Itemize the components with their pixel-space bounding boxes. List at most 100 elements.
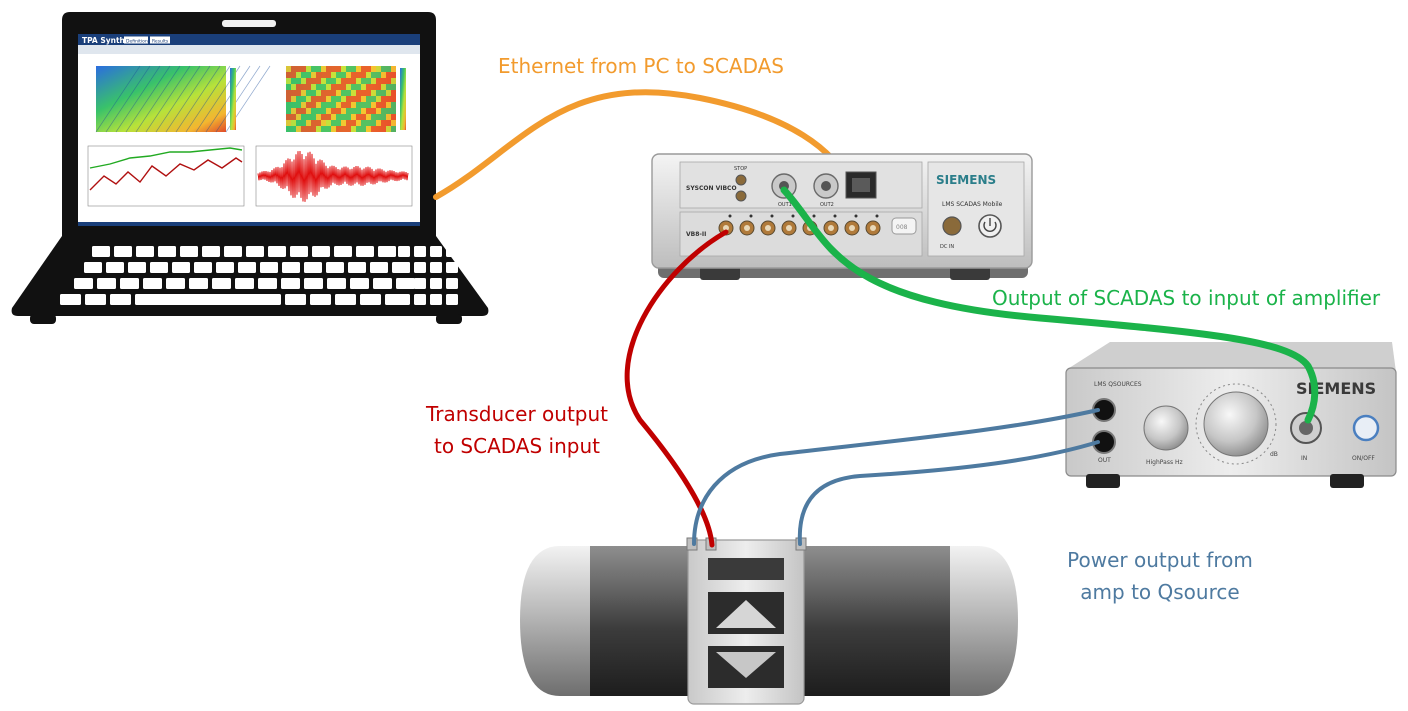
keyboard-key: [85, 294, 106, 305]
heatmap-cell: [371, 108, 376, 114]
heatmap-cell: [316, 90, 321, 96]
heatmap-cell: [336, 78, 341, 84]
heatmap-cell: [381, 126, 386, 132]
heatmap-cell: [336, 66, 341, 72]
heatmap-cell: [331, 108, 336, 114]
heatmap-cell: [356, 66, 361, 72]
heatmap-cell: [381, 72, 386, 78]
heatmap-cell: [326, 126, 331, 132]
keyboard-key: [92, 246, 110, 257]
heatmap-cell: [296, 96, 301, 102]
label-transducer-line1: Transducer output: [425, 402, 609, 426]
scadas-module-bottom-label: VB8-II: [686, 231, 706, 238]
heatmap-cell: [341, 66, 346, 72]
keyboard-key: [110, 294, 131, 305]
heatmap-cell: [386, 120, 391, 126]
heatmap-cell: [341, 102, 346, 108]
heatmap-cell: [386, 84, 391, 90]
keyboard-key: [356, 246, 374, 257]
keyboard-numpad-key: [414, 262, 426, 273]
heatmap-cell: [371, 96, 376, 102]
heatmap-cell: [286, 72, 291, 78]
heatmap-cell: [336, 96, 341, 102]
keyboard-key: [348, 262, 366, 273]
heatmap-cell: [376, 84, 381, 90]
scadas-input-connectors: [718, 214, 881, 236]
heatmap-cell: [336, 120, 341, 126]
heatmap-cell: [391, 84, 396, 90]
heatmap-cell: [351, 72, 356, 78]
keyboard-numpad-key: [398, 278, 410, 289]
keyboard-key: [281, 278, 300, 289]
heatmap-cell: [301, 72, 306, 78]
keyboard-key: [304, 278, 323, 289]
heatmap-cell: [311, 96, 316, 102]
heatmap-cell: [296, 78, 301, 84]
keyboard-key: [327, 278, 346, 289]
heatmap-cell: [346, 120, 351, 126]
keyboard-key: [260, 262, 278, 273]
heatmap-cell: [361, 72, 366, 78]
scadas-input-connector-core: [765, 225, 771, 231]
heatmap-cell: [326, 78, 331, 84]
screen-tab-results-label: Results: [152, 38, 169, 44]
heatmap-cell: [296, 84, 301, 90]
keyboard-key: [172, 262, 190, 273]
heatmap-cell: [391, 102, 396, 108]
keyboard-numpad-key: [446, 246, 458, 257]
heatmap-cell: [381, 78, 386, 84]
heatmap-cell: [361, 114, 366, 120]
heatmap-cell: [321, 84, 326, 90]
amp-foot-left: [1086, 474, 1120, 488]
waveform-trace: [257, 150, 409, 202]
spectrogram-streak: [125, 65, 171, 133]
heatmap-cell: [346, 90, 351, 96]
heatmap-cell: [366, 90, 371, 96]
heatmap-cell: [321, 96, 326, 102]
heatmap-cell: [351, 126, 356, 132]
heatmap-cell: [371, 114, 376, 120]
heatmap-cell: [286, 126, 291, 132]
laptop-foot-left: [30, 314, 56, 324]
heatmap-cell: [391, 108, 396, 114]
heatmap-cell: [311, 78, 316, 84]
heatmap-cell: [306, 90, 311, 96]
heatmap-cell: [386, 78, 391, 84]
keyboard-key: [158, 246, 176, 257]
heatmap-cell: [326, 90, 331, 96]
heatmap-cell: [356, 96, 361, 102]
heatmap-cell: [316, 126, 321, 132]
heatmap-cell: [341, 108, 346, 114]
heatmap-cell: [351, 114, 356, 120]
laptop-keyboard: [60, 246, 458, 305]
heatmap-cell: [376, 66, 381, 72]
keyboard-key: [97, 278, 116, 289]
heatmap-cell: [321, 114, 326, 120]
scadas-input-connector-core: [849, 225, 855, 231]
scadas-ethernet-socket: [852, 178, 870, 192]
heatmap-cell: [351, 66, 356, 72]
heatmap-cell: [386, 66, 391, 72]
scadas-input-led: [770, 214, 774, 218]
spectrogram-streak: [135, 65, 181, 133]
heatmap-cell: [356, 78, 361, 84]
heatmap-cell: [381, 90, 386, 96]
amp-in-label: IN: [1301, 455, 1307, 462]
keyboard-key: [194, 262, 212, 273]
keyboard-key: [282, 262, 300, 273]
keyboard-spacebar: [150, 294, 280, 305]
heatmap-cell: [381, 120, 386, 126]
heatmap-cell: [331, 66, 336, 72]
spectrogram-plot: [96, 66, 226, 132]
heatmap-cell: [331, 114, 336, 120]
heatmap-cell: [321, 102, 326, 108]
scadas-trigger-connector: [735, 190, 747, 202]
heatmap-cell: [296, 126, 301, 132]
keyboard-key: [360, 294, 381, 305]
label-ethernet: Ethernet from PC to SCADAS: [498, 54, 784, 78]
spectrogram-streak: [145, 65, 191, 133]
scadas-power-icon: [983, 218, 997, 232]
heatmap-cell: [306, 114, 311, 120]
heatmap-cell: [386, 126, 391, 132]
